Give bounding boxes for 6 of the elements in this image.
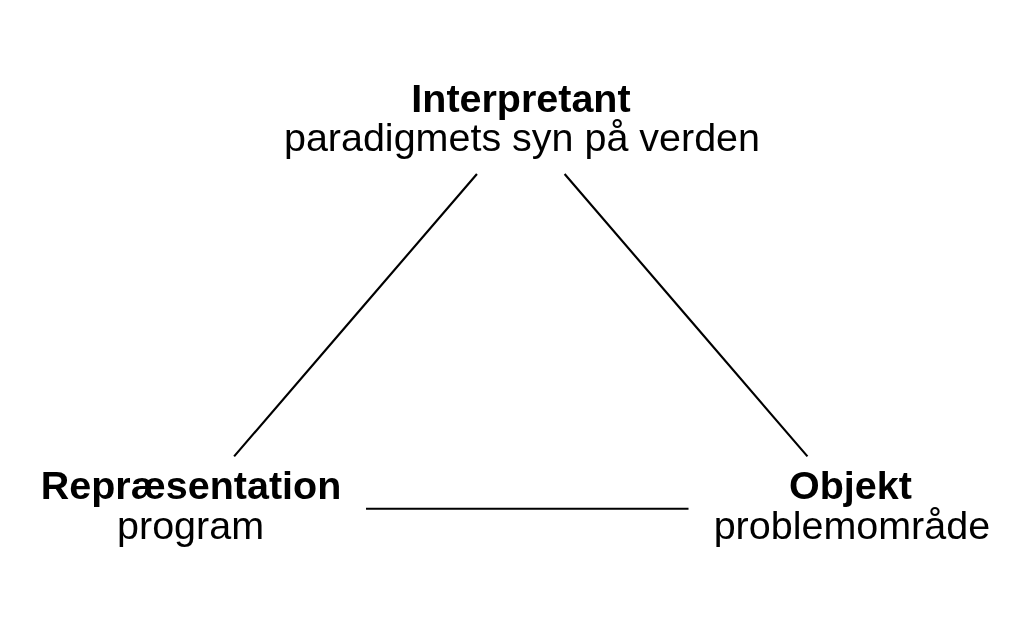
connector xyxy=(563,172,809,457)
node-text: Repræsentation program xyxy=(40,462,342,547)
connector xyxy=(366,507,689,510)
node-text: Interpretant paradigmets syn på verden xyxy=(283,75,761,159)
node-text: Objekt problemområde xyxy=(713,462,991,547)
connector xyxy=(233,172,478,457)
